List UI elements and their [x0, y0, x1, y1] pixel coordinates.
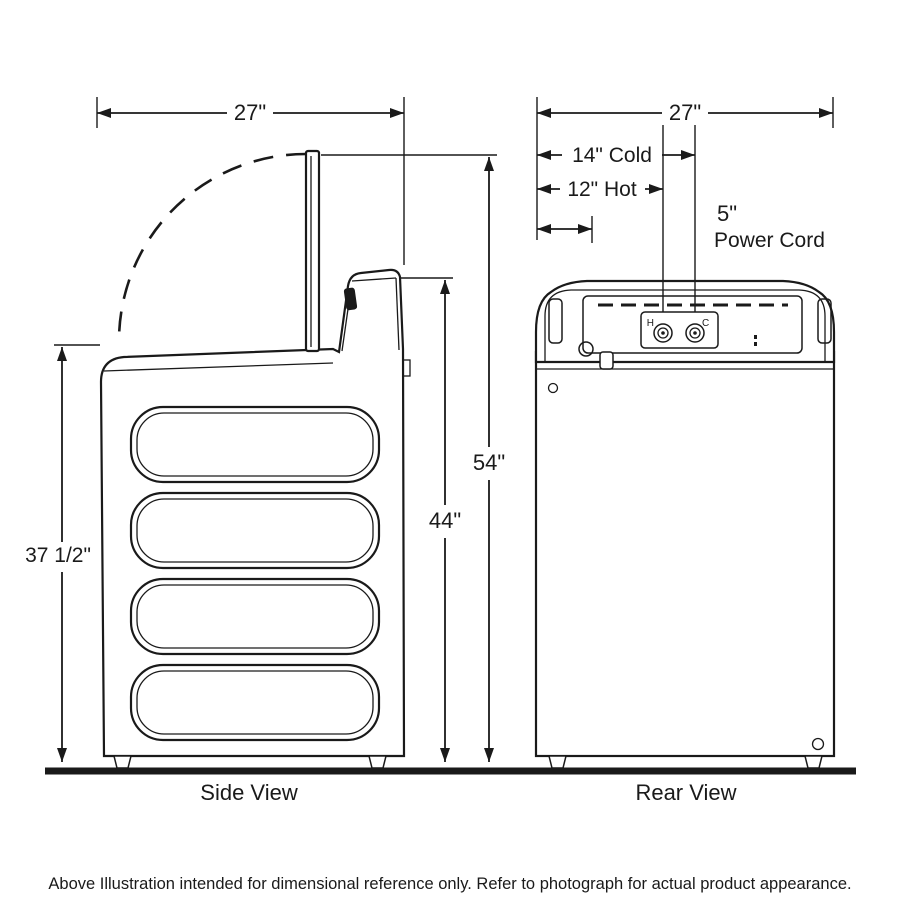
foot [113, 755, 132, 769]
hot-inlet-valve-inner [657, 327, 669, 339]
dim-power-cord: 5" Power Cord [537, 201, 825, 252]
drawer-slot-inner [136, 412, 374, 477]
dim-rear-width-value: 27" [669, 100, 701, 125]
foot [368, 755, 387, 769]
foot [548, 755, 567, 769]
dim-hot-inlet: 12" Hot [537, 178, 663, 201]
console-right-edge [395, 277, 400, 351]
drawer-slot-inner [136, 584, 374, 649]
foot [804, 755, 823, 769]
drawer-slot [129, 663, 381, 742]
dim-side-width-value: 27" [234, 100, 266, 125]
console-top-line [351, 277, 397, 282]
dim-side-375-value: 37 1/2" [25, 544, 91, 567]
washer-side-top-rim [103, 362, 334, 372]
dim-cold-value: 14" Cold [572, 144, 652, 167]
cold-inlet-valve [685, 323, 705, 343]
cold-inlet-valve-inner [689, 327, 701, 339]
drawer-slot-inner [136, 670, 374, 735]
drawer-slot [129, 491, 381, 570]
side-view-label: Side View [200, 780, 298, 805]
dim-side-44-value: 44" [429, 508, 461, 533]
panel-detail-dot [754, 342, 757, 346]
dim-side-height-console: 44" [401, 277, 461, 762]
access-hole [811, 737, 825, 751]
console-knob [343, 287, 358, 311]
washer-rear-body-outline [534, 350, 836, 758]
dim-hot-value: 12" Hot [567, 178, 636, 201]
rear-cap-inner-line [544, 289, 826, 362]
dim-cold-inlet: 14" Cold [537, 144, 695, 167]
lid-swing-arc [117, 152, 307, 342]
screw [547, 382, 559, 394]
drawer-slot-inner [136, 498, 374, 563]
cold-valve-label: C [702, 318, 709, 329]
dim-rear-width: 27" [536, 97, 834, 240]
rear-view-label: Rear View [635, 780, 736, 805]
lid-open [304, 149, 321, 353]
dim-side-height-lid-open: 54" [321, 154, 505, 762]
hot-valve-label: H [647, 318, 654, 329]
rear-connection-panel [582, 295, 803, 354]
water-valve-box: H C [640, 311, 757, 349]
side-rear-tab [402, 359, 411, 377]
side-view: 27" 54" 44" 37 1/2" Side View [25, 97, 505, 805]
dim-side-height-body: 37 1/2" [25, 344, 100, 762]
cold-inlet-center [693, 331, 697, 335]
lid-panel [304, 149, 321, 353]
rear-view: H C 27" 14" Co [534, 97, 836, 805]
valve-box-outline [640, 311, 719, 349]
hot-inlet-valve [653, 323, 673, 343]
dim-side-54-value: 54" [473, 450, 505, 475]
footer-note: Above Illustration intended for dimensio… [48, 875, 851, 893]
drawer-slot [129, 577, 381, 656]
hose-ring [578, 341, 594, 357]
cap-right-bracket [817, 298, 832, 344]
cap-left-bracket [548, 298, 563, 344]
drawer-slots [129, 405, 381, 742]
power-cord-clip [599, 351, 614, 370]
dim-power-value: 5" [717, 201, 737, 226]
drawer-slot [129, 405, 381, 484]
rear-top-cap [534, 279, 836, 364]
power-cord-label: Power Cord [714, 229, 825, 252]
hot-inlet-center [661, 331, 665, 335]
washer-side-body-outline [99, 268, 406, 758]
panel-detail-dot [754, 335, 757, 339]
dim-side-width: 27" [96, 97, 405, 265]
